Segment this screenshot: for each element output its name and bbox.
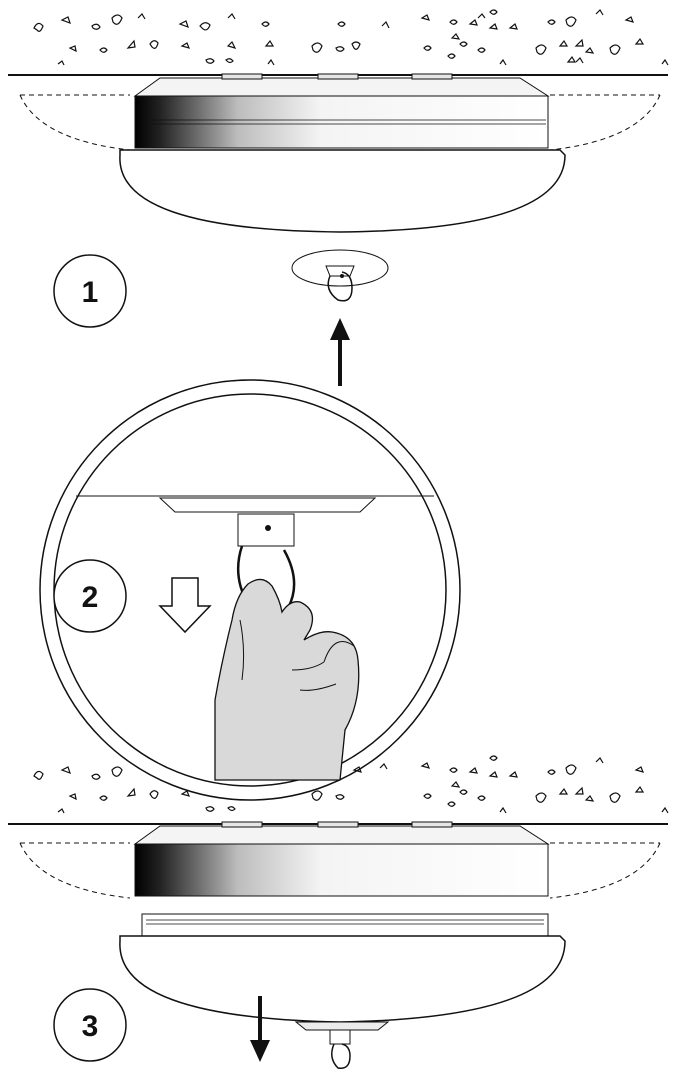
arrow-up-icon [330, 318, 350, 386]
glass-shade-top [120, 150, 565, 232]
ceiling-plate-bottom [20, 822, 660, 898]
ceiling-debris-top [34, 10, 668, 65]
step-1-number: 1 [82, 276, 99, 309]
glass-shade-bottom [120, 914, 565, 1068]
step-3-badge: 3 [54, 989, 126, 1061]
step-3-number: 3 [82, 1010, 99, 1043]
step-2-number: 2 [82, 581, 99, 614]
step-1-badge: 1 [54, 255, 126, 327]
mount-hook-1 [292, 250, 388, 301]
ceiling-plate-top [20, 74, 660, 150]
ceiling-top [8, 10, 668, 75]
step-2-badge: 2 [54, 560, 126, 632]
